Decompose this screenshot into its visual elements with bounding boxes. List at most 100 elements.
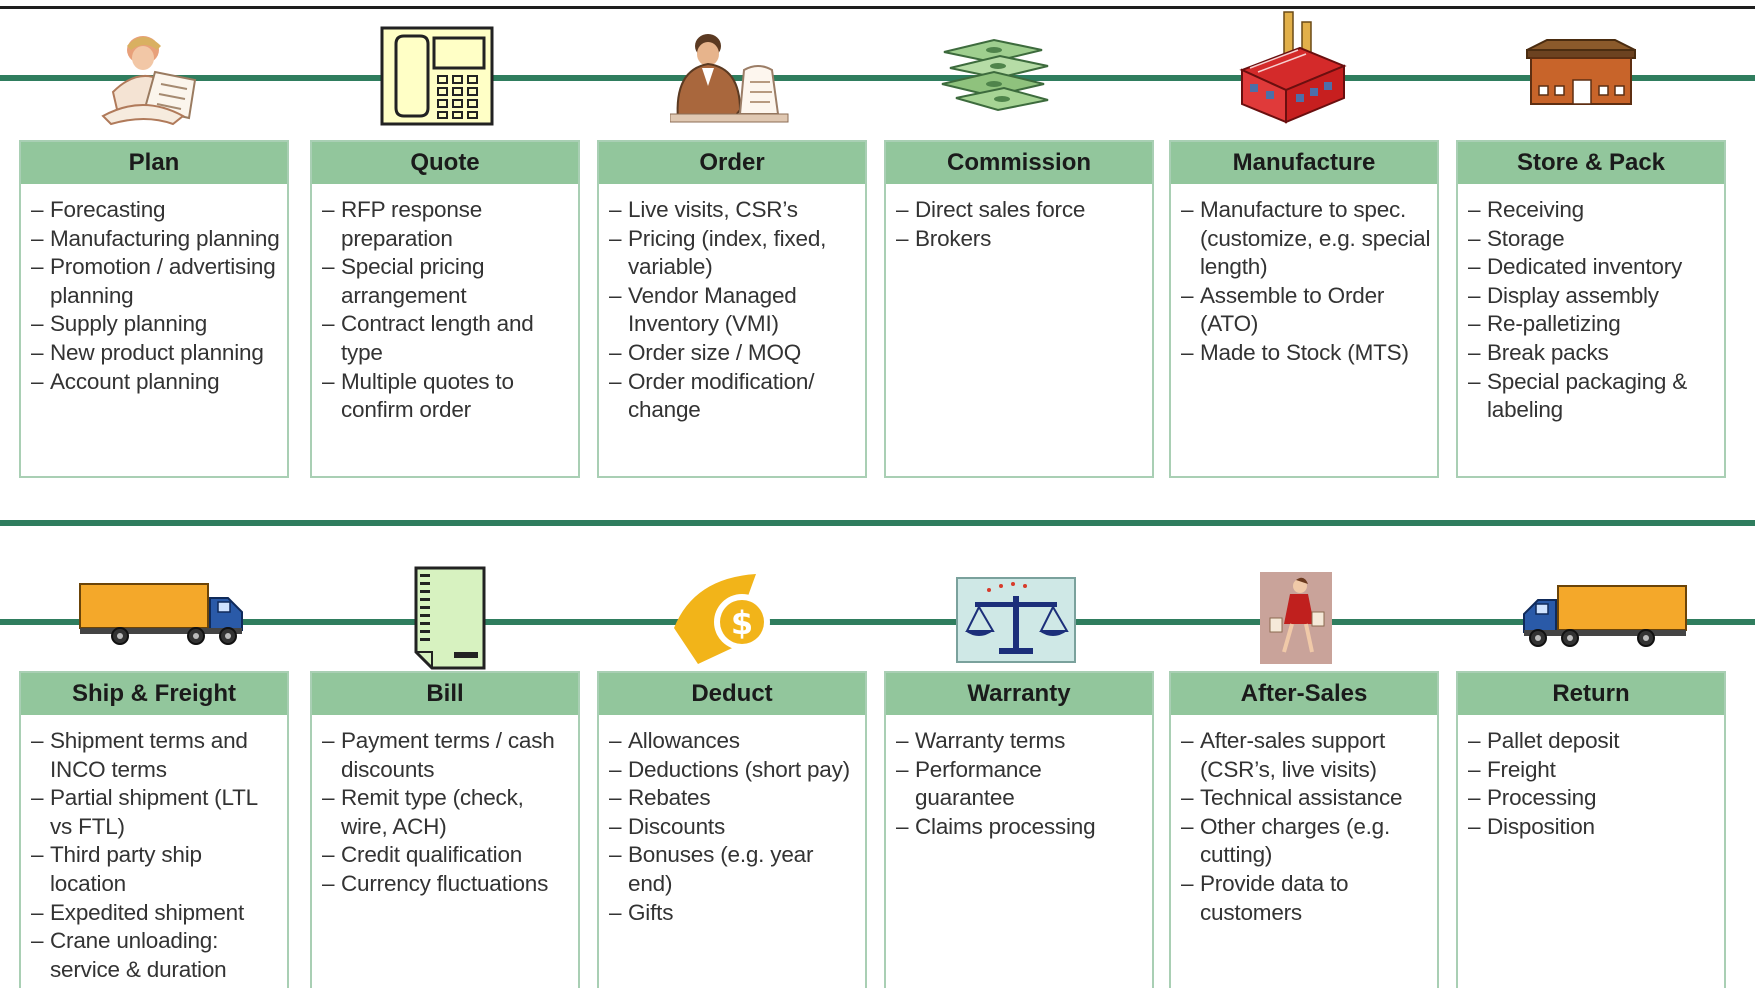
process-card-order: Order Live visits, CSR’s Pricing (index,… xyxy=(597,140,867,478)
list-item: Claims processing xyxy=(896,813,1146,842)
list-item: Supply planning xyxy=(31,310,281,339)
list-item: Allowances xyxy=(609,727,859,756)
process-card-store-pack: Store & Pack Receiving Storage Dedicated… xyxy=(1456,140,1726,478)
card-title: Deduct xyxy=(599,673,865,718)
list-item: Provide data to customers xyxy=(1181,870,1431,927)
list-item: Special pricing arrangement xyxy=(322,253,572,310)
card-title: Store & Pack xyxy=(1458,142,1724,187)
list-item: Promotion / advertising planning xyxy=(31,253,281,310)
list-item: Warranty terms xyxy=(896,727,1146,756)
list-item: Pricing (index, fixed, variable) xyxy=(609,225,859,282)
process-card-return: Return Pallet deposit Freight Processing… xyxy=(1456,671,1726,988)
card-title: After-Sales xyxy=(1171,673,1437,718)
list-item: Technical assistance xyxy=(1181,784,1431,813)
list-item: Storage xyxy=(1468,225,1718,254)
svg-text:$: $ xyxy=(731,604,753,642)
card-item-list: After-sales support (CSR’s, live visits)… xyxy=(1171,718,1437,927)
list-item: Forecasting xyxy=(31,196,281,225)
card-item-list: Pallet deposit Freight Processing Dispos… xyxy=(1458,718,1724,841)
card-item-list: Direct sales force Brokers xyxy=(886,187,1152,253)
delivery-truck-icon xyxy=(79,583,243,645)
shopper-woman-icon xyxy=(1260,572,1332,664)
list-item: Manufacturing planning xyxy=(31,225,281,254)
flow-line-row-1 xyxy=(0,75,1755,81)
process-card-ship-freight: Ship & Freight Shipment terms and INCO t… xyxy=(19,671,289,988)
list-item: Receiving xyxy=(1468,196,1718,225)
card-title: Ship & Freight xyxy=(21,673,287,718)
list-item: Brokers xyxy=(896,225,1146,254)
list-item: New product planning xyxy=(31,339,281,368)
list-item: Multiple quotes to confirm order xyxy=(322,368,572,425)
card-item-list: Manufacture to spec. (customize, e.g. sp… xyxy=(1171,187,1437,368)
engineer-with-blueprints-icon xyxy=(101,36,197,126)
list-item: Vendor Managed Inventory (VMI) xyxy=(609,282,859,339)
card-title: Order xyxy=(599,142,865,187)
card-item-list: Receiving Storage Dedicated inventory Di… xyxy=(1458,187,1724,425)
list-item: Display assembly xyxy=(1468,282,1718,311)
process-card-after-sales: After-Sales After-sales support (CSR’s, … xyxy=(1169,671,1439,988)
list-item: Other charges (e.g. cutting) xyxy=(1181,813,1431,870)
process-card-warranty: Warranty Warranty terms Performance guar… xyxy=(884,671,1154,988)
card-title: Manufacture xyxy=(1171,142,1437,187)
card-title: Commission xyxy=(886,142,1152,187)
card-title: Return xyxy=(1458,673,1724,718)
return-truck-icon xyxy=(1523,585,1687,647)
scales-of-justice-icon xyxy=(956,577,1076,663)
list-item: Shipment terms and INCO terms xyxy=(31,727,281,784)
divider-line xyxy=(0,520,1755,526)
list-item: Order size / MOQ xyxy=(609,339,859,368)
list-item: Special packaging & labeling xyxy=(1468,368,1718,425)
flow-line-row-2 xyxy=(0,619,1755,625)
card-item-list: Warranty terms Performance guarantee Cla… xyxy=(886,718,1152,841)
list-item: Remit type (check, wire, ACH) xyxy=(322,784,572,841)
process-card-commission: Commission Direct sales force Brokers xyxy=(884,140,1154,478)
businessman-at-desk-icon xyxy=(670,34,789,123)
list-item: Contract length and type xyxy=(322,310,572,367)
money-stack-icon xyxy=(941,38,1049,112)
list-item: Made to Stock (MTS) xyxy=(1181,339,1431,368)
list-item: Live visits, CSR’s xyxy=(609,196,859,225)
process-card-manufacture: Manufacture Manufacture to spec. (custom… xyxy=(1169,140,1439,478)
list-item: Third party ship location xyxy=(31,841,281,898)
process-card-plan: Plan Forecasting Manufacturing planning … xyxy=(19,140,289,478)
card-title: Quote xyxy=(312,142,578,187)
factory-icon xyxy=(1239,11,1347,124)
card-item-list: Allowances Deductions (short pay) Rebate… xyxy=(599,718,865,927)
list-item: Deductions (short pay) xyxy=(609,756,859,785)
card-title: Plan xyxy=(21,142,287,187)
list-item: Order modification/ change xyxy=(609,368,859,425)
process-card-bill: Bill Payment terms / cash discounts Remi… xyxy=(310,671,580,988)
list-item: Re-palletizing xyxy=(1468,310,1718,339)
list-item: Direct sales force xyxy=(896,196,1146,225)
top-rule xyxy=(0,6,1755,9)
list-item: Freight xyxy=(1468,756,1718,785)
list-item: Disposition xyxy=(1468,813,1718,842)
list-item: Assemble to Order (ATO) xyxy=(1181,282,1431,339)
card-item-list: Payment terms / cash discounts Remit typ… xyxy=(312,718,578,899)
list-item: Discounts xyxy=(609,813,859,842)
list-item: Credit qualification xyxy=(322,841,572,870)
list-item: Processing xyxy=(1468,784,1718,813)
list-item: Manufacture to spec. (customize, e.g. sp… xyxy=(1181,196,1431,282)
bill-document-icon xyxy=(414,566,486,670)
list-item: Rebates xyxy=(609,784,859,813)
card-item-list: Forecasting Manufacturing planning Promo… xyxy=(21,187,287,396)
dollar-coin-icon: $ xyxy=(674,574,770,664)
list-item: Dedicated inventory xyxy=(1468,253,1718,282)
list-item: After-sales support (CSR’s, live visits) xyxy=(1181,727,1431,784)
list-item: Bonuses (e.g. year end) xyxy=(609,841,859,898)
list-item: Currency fluctuations xyxy=(322,870,572,899)
list-item: RFP response preparation xyxy=(322,196,572,253)
card-item-list: Live visits, CSR’s Pricing (index, fixed… xyxy=(599,187,865,425)
list-item: Break packs xyxy=(1468,339,1718,368)
list-item: Pallet deposit xyxy=(1468,727,1718,756)
warehouse-icon xyxy=(1526,39,1636,105)
card-title: Warranty xyxy=(886,673,1152,718)
list-item: Account planning xyxy=(31,368,281,397)
list-item: Performance guarantee xyxy=(896,756,1146,813)
list-item: Crane unloading: service & duration xyxy=(31,927,281,984)
process-card-deduct: Deduct Allowances Deductions (short pay)… xyxy=(597,671,867,988)
card-item-list: RFP response preparation Special pricing… xyxy=(312,187,578,425)
list-item: Expedited shipment xyxy=(31,899,281,928)
telephone-icon xyxy=(380,26,494,126)
